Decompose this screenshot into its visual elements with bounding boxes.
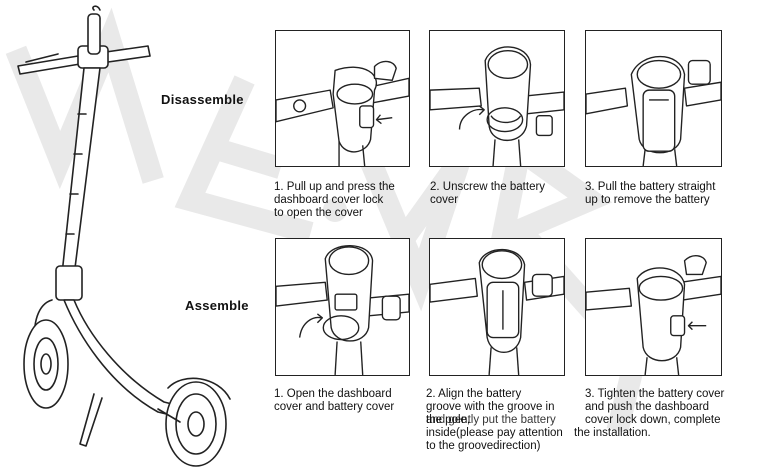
assemble-step-3-panel bbox=[585, 238, 722, 376]
disassemble-step-1-caption: 1. Pull up and press the dashboard cover… bbox=[274, 181, 395, 219]
disassemble-label: Disassemble bbox=[161, 92, 244, 107]
assemble-step-2-overlap-text: and gently put the battery bbox=[426, 414, 556, 426]
scooter-illustration bbox=[17, 5, 231, 467]
disassemble-step-2-caption: 2. Unscrew the battery cover bbox=[430, 181, 546, 206]
assemble-step-2-panel bbox=[429, 238, 565, 376]
assemble-step-2-caption: 2. Align the battery groove with the gro… bbox=[426, 388, 563, 452]
disassemble-step-2-panel bbox=[429, 30, 565, 167]
disassemble-step-3-caption: 3. Pull the battery straight up to remov… bbox=[585, 181, 716, 206]
assemble-step-2-overlap-text-2: the installation. bbox=[574, 427, 651, 439]
disassemble-step-3-panel bbox=[585, 30, 722, 167]
disassemble-step-1-panel bbox=[275, 30, 410, 167]
assemble-step-1-caption: 1. Open the dashboard cover and battery … bbox=[274, 388, 395, 413]
assemble-label: Assemble bbox=[185, 298, 249, 313]
assemble-step-1-panel bbox=[275, 238, 410, 376]
assemble-step-3-caption: 3. Tighten the battery cover and push th… bbox=[585, 388, 725, 426]
